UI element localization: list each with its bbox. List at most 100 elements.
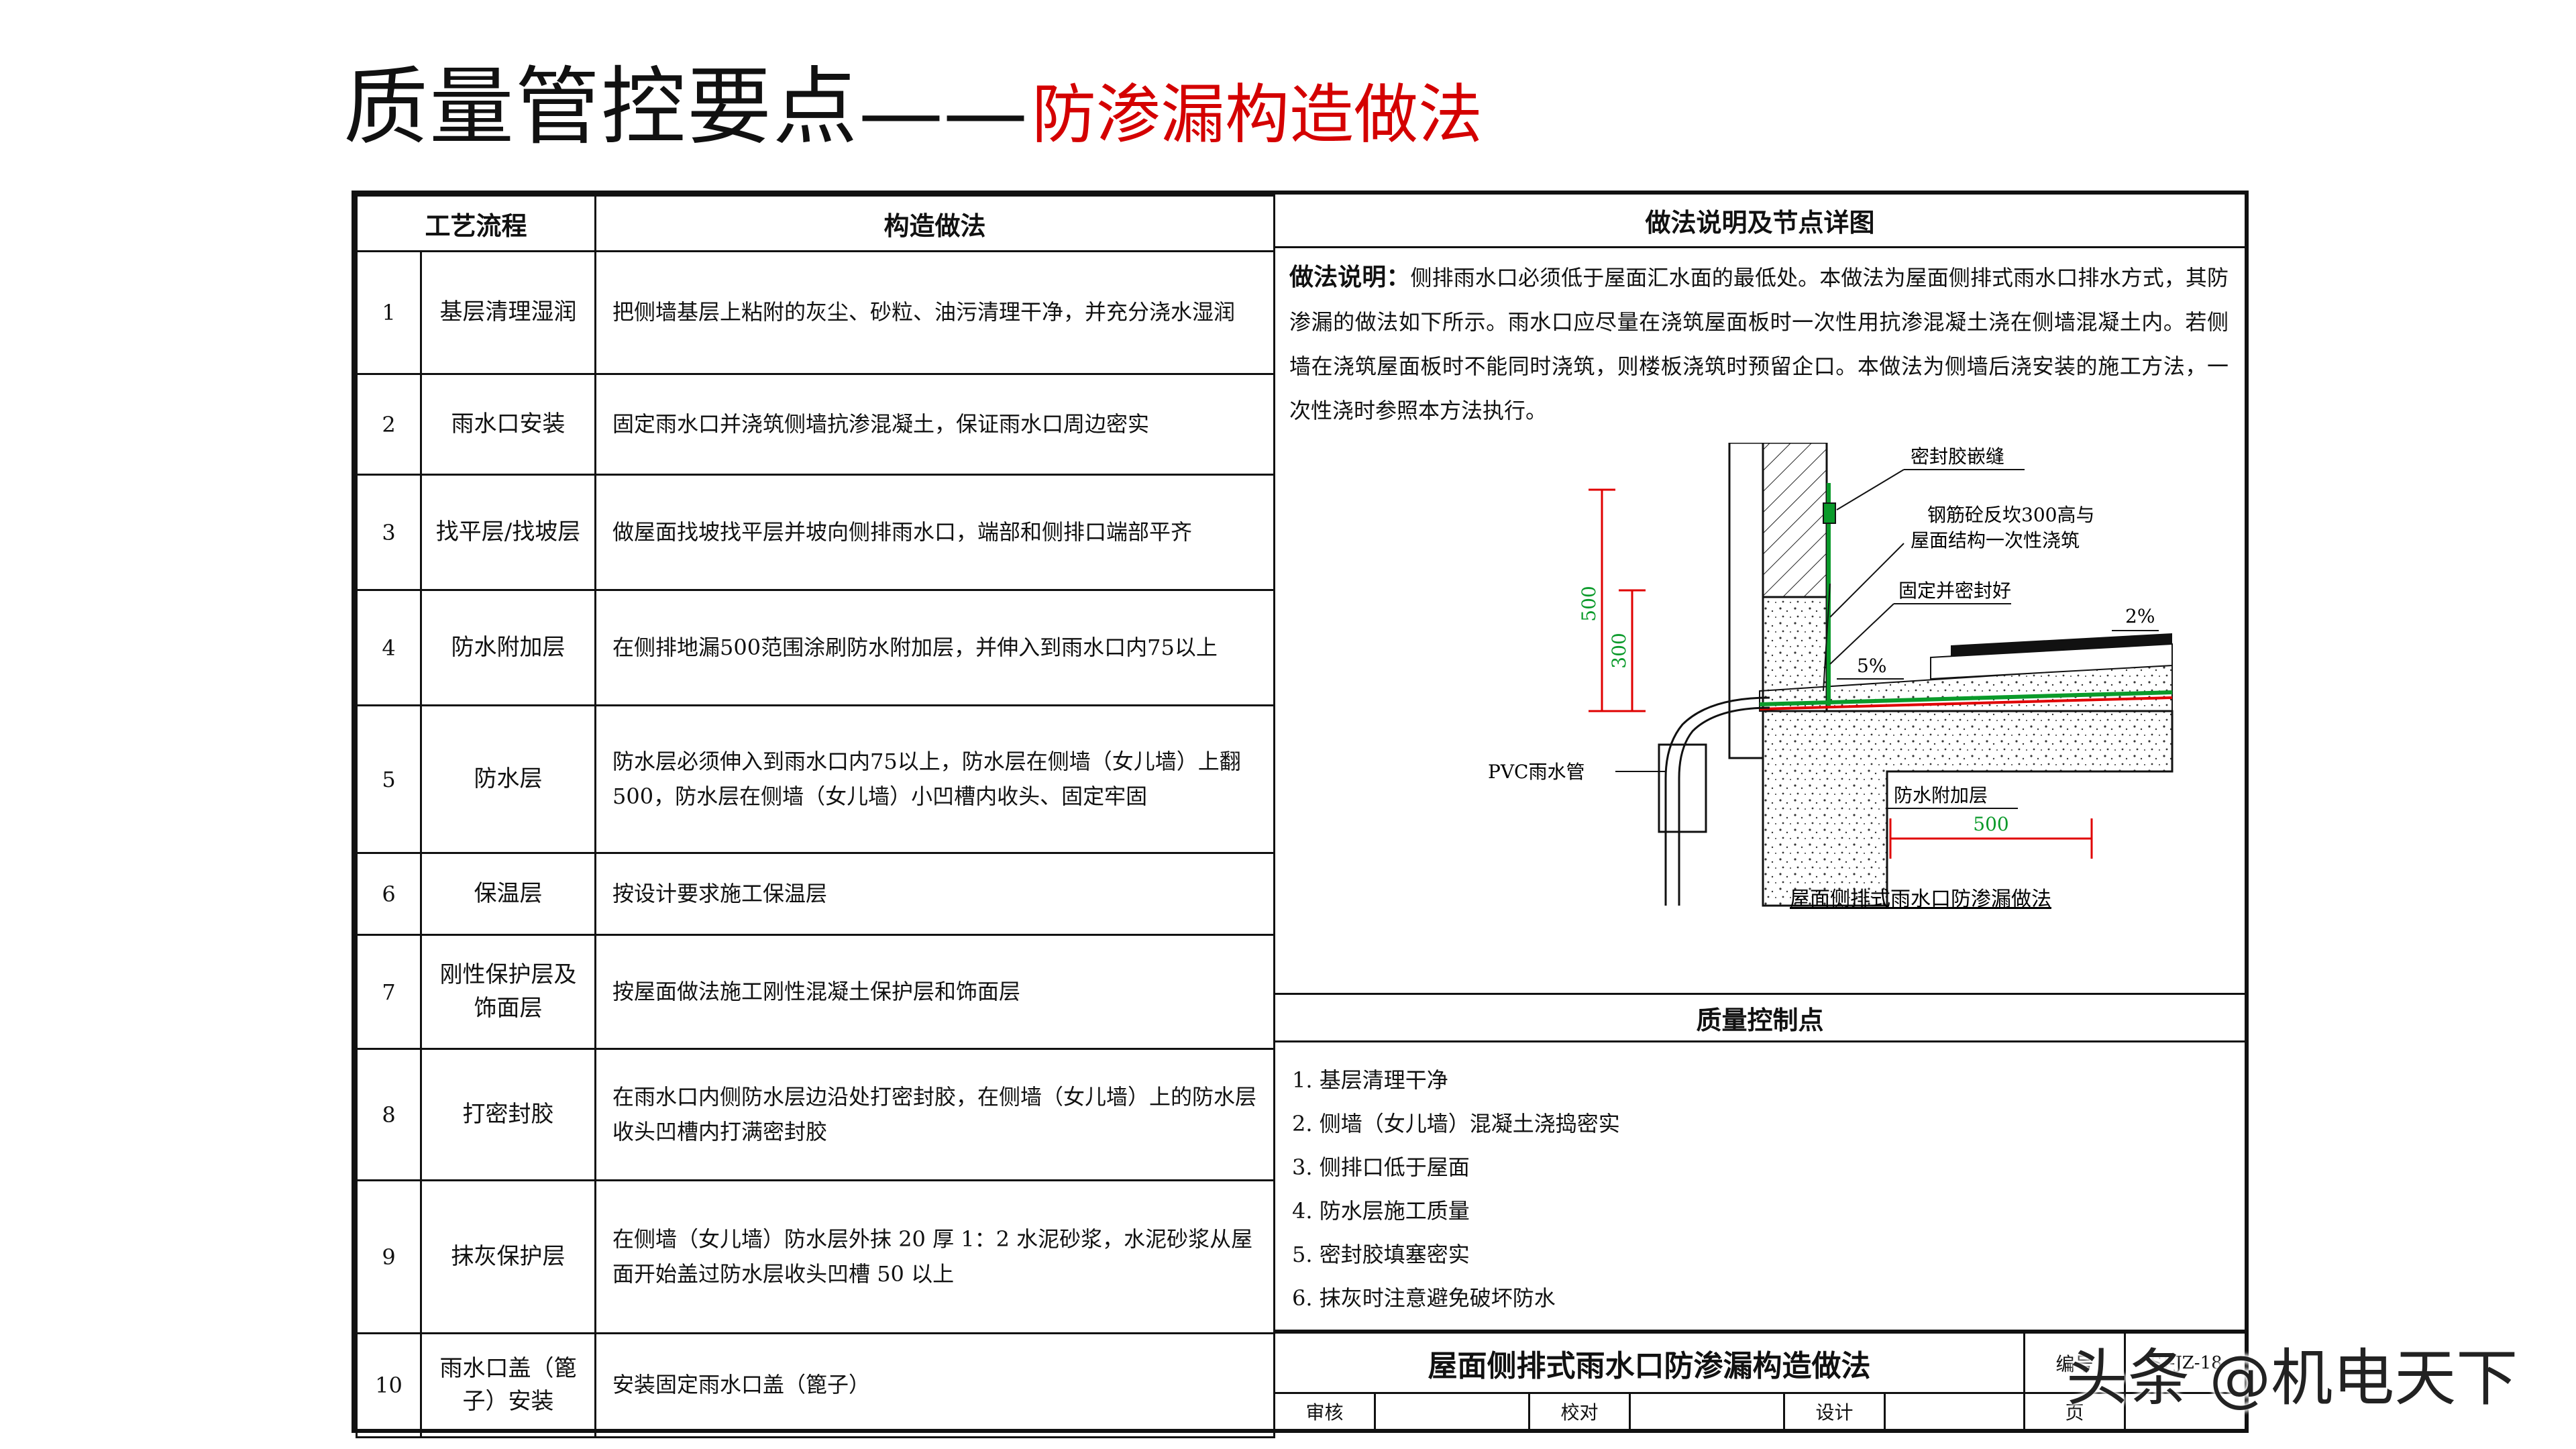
row-number: 2 xyxy=(356,373,422,476)
label-pvc-pipe: PVC雨水管 xyxy=(1488,761,1585,783)
sealant-block xyxy=(1823,502,1836,524)
diagram-caption: 屋面侧排式雨水口防渗漏做法 xyxy=(1790,888,2051,911)
row-step: 防水附加层 xyxy=(419,589,597,706)
title-block-title: 屋面侧排式雨水口防渗漏构造做法 xyxy=(1275,1334,2025,1394)
pvc-drain-pipe-inner xyxy=(1678,706,1770,906)
row-step: 保温层 xyxy=(419,852,597,936)
title-block-number-label: 编号 xyxy=(2025,1334,2126,1394)
row-method: 在侧排地漏500范围涂刷防水附加层，并伸入到雨水口内75以上 xyxy=(594,589,1276,706)
header-detail: 做法说明及节点详图 xyxy=(1273,195,2245,248)
label-fix: 固定并密封好 xyxy=(1898,580,2011,602)
row-step: 找平层/找坡层 xyxy=(419,474,597,591)
row-step: 防水层 xyxy=(419,704,597,854)
row-step: 基层清理湿润 xyxy=(419,250,597,375)
title-block-design-value xyxy=(1886,1394,2025,1429)
row-number: 7 xyxy=(356,934,422,1050)
label-additional-layer: 防水附加层 xyxy=(1894,784,1988,806)
page-heading: 质量管控要点 —— 防渗漏构造做法 xyxy=(343,47,1483,161)
row-step: 刚性保护层及饰面层 xyxy=(419,934,597,1050)
heading-dash: —— xyxy=(859,62,1028,161)
quality-item: 3. 侧排口低于屋面 xyxy=(1292,1155,1470,1180)
row-number: 5 xyxy=(356,704,422,854)
row-method: 做屋面找坡找平层并坡向侧排雨水口，端部和侧排口端部平齐 xyxy=(594,474,1276,591)
header-method: 构造做法 xyxy=(594,195,1276,252)
title-block-design: 设计 xyxy=(1785,1394,1886,1429)
row-step: 抹灰保护层 xyxy=(419,1179,597,1334)
pvc-drain-pipe xyxy=(1664,696,1770,906)
row-method: 按设计要求施工保温层 xyxy=(594,852,1276,936)
row-method: 在侧墙（女儿墙）防水层外抹 20 厚 1：2 水泥砂浆，水泥砂浆从屋面开始盖过防… xyxy=(594,1179,1276,1334)
title-block-review-value xyxy=(1376,1394,1530,1429)
row-method: 在雨水口内侧防水层边沿处打密封胶，在侧墙（女儿墙）上的防水层收头凹槽内打满密封胶 xyxy=(594,1048,1276,1181)
row-step: 雨水口安装 xyxy=(419,373,597,476)
row-number: 10 xyxy=(356,1332,422,1438)
row-number: 9 xyxy=(356,1179,422,1334)
row-number: 8 xyxy=(356,1048,422,1181)
protection-layer xyxy=(1951,633,2172,656)
row-method: 固定雨水口并浇筑侧墙抗渗混凝土，保证雨水口周边密实 xyxy=(594,373,1276,476)
label-slope-5: 5% xyxy=(1857,655,1886,677)
title-block-page: 页 xyxy=(2025,1394,2126,1429)
detail-panel: 做法说明及节点详图 做法说明：侧排雨水口必须低于屋面汇水面的最低处。本做法为屋面… xyxy=(1273,195,2247,1429)
label-slope-2: 2% xyxy=(2125,605,2155,627)
label-upturn-1: 钢筋砼反坎300高与 xyxy=(1927,504,2094,526)
title-block-check: 校对 xyxy=(1530,1394,1631,1429)
row-step: 雨水口盖（篦子）安装 xyxy=(419,1332,597,1438)
row-step: 打密封胶 xyxy=(419,1048,597,1181)
title-block-check-value xyxy=(1631,1394,1785,1429)
additional-layer-red xyxy=(1759,696,2173,710)
title-block-number: SJ-JZ-18 xyxy=(2126,1334,2247,1394)
leader-sealant xyxy=(1836,469,1904,511)
quality-item: 1. 基层清理干净 xyxy=(1292,1067,1448,1093)
description-label: 做法说明： xyxy=(1289,263,1411,291)
label-upturn-2: 屋面结构一次性浇筑 xyxy=(1911,529,2080,551)
node-detail-diagram: 500 300 500 密封胶嵌缝 钢筋砼反坎300高与 屋面结构一次性浇筑 固… xyxy=(1488,443,2174,911)
pipe-collar xyxy=(1658,743,1707,833)
title-block-review: 审核 xyxy=(1275,1394,1376,1429)
row-method: 防水层必须伸入到雨水口内75以上，防水层在侧墙（女儿墙）上翻500，防水层在侧墙… xyxy=(594,704,1276,854)
leader-fix xyxy=(1829,603,1894,665)
quality-header: 质量控制点 xyxy=(1273,993,2245,1042)
dim-label-500-vertical: 500 xyxy=(1578,586,1600,621)
row-number: 1 xyxy=(356,250,422,375)
row-method: 按屋面做法施工刚性混凝土保护层和饰面层 xyxy=(594,934,1276,1050)
row-method: 把侧墙基层上粘附的灰尘、砂粒、油污清理干净，并充分浇水湿润 xyxy=(594,250,1276,375)
insulation-layer xyxy=(1930,643,2173,680)
table-header-row: 工艺流程 构造做法 xyxy=(355,195,1276,252)
quality-item: 5. 密封胶填塞密实 xyxy=(1292,1242,1470,1267)
description-text: 侧排雨水口必须低于屋面汇水面的最低处。本做法为屋面侧排式雨水口排水方式，其防渗漏… xyxy=(1289,265,2229,423)
row-method: 安装固定雨水口盖（篦子） xyxy=(594,1332,1276,1438)
quality-item: 4. 防水层施工质量 xyxy=(1292,1198,1470,1224)
row-number: 4 xyxy=(356,589,422,706)
heading-main: 质量管控要点 xyxy=(343,58,859,156)
row-number: 6 xyxy=(356,852,422,936)
heading-subtitle: 防渗漏构造做法 xyxy=(1032,77,1483,152)
quality-item: 2. 侧墙（女儿墙）混凝土浇捣密实 xyxy=(1292,1111,1620,1136)
quality-list: 1. 基层清理干净 2. 侧墙（女儿墙）混凝土浇捣密实 3. 侧排口低于屋面 4. 防… xyxy=(1292,1059,1620,1320)
leader-upturn xyxy=(1829,543,1904,618)
method-description: 做法说明：侧排雨水口必须低于屋面汇水面的最低处。本做法为屋面侧排式雨水口排水方式… xyxy=(1289,255,2229,433)
wall-masonry xyxy=(1762,443,1828,598)
dim-label-300-vertical: 300 xyxy=(1608,633,1630,668)
row-number: 3 xyxy=(356,474,422,591)
quality-item: 6. 抹灰时注意避免破坏防水 xyxy=(1292,1285,1556,1311)
watermark: 头条 @机电天下 xyxy=(2066,1342,2518,1414)
title-block: 屋面侧排式雨水口防渗漏构造做法 编号 SJ-JZ-18 审核 校对 设计 页 xyxy=(1273,1330,2247,1429)
dim-label-500-horizontal: 500 xyxy=(1973,813,2008,835)
header-process: 工艺流程 xyxy=(355,195,597,252)
pipe-sealant-line xyxy=(1823,583,1831,692)
wall-plaster xyxy=(1728,443,1764,759)
